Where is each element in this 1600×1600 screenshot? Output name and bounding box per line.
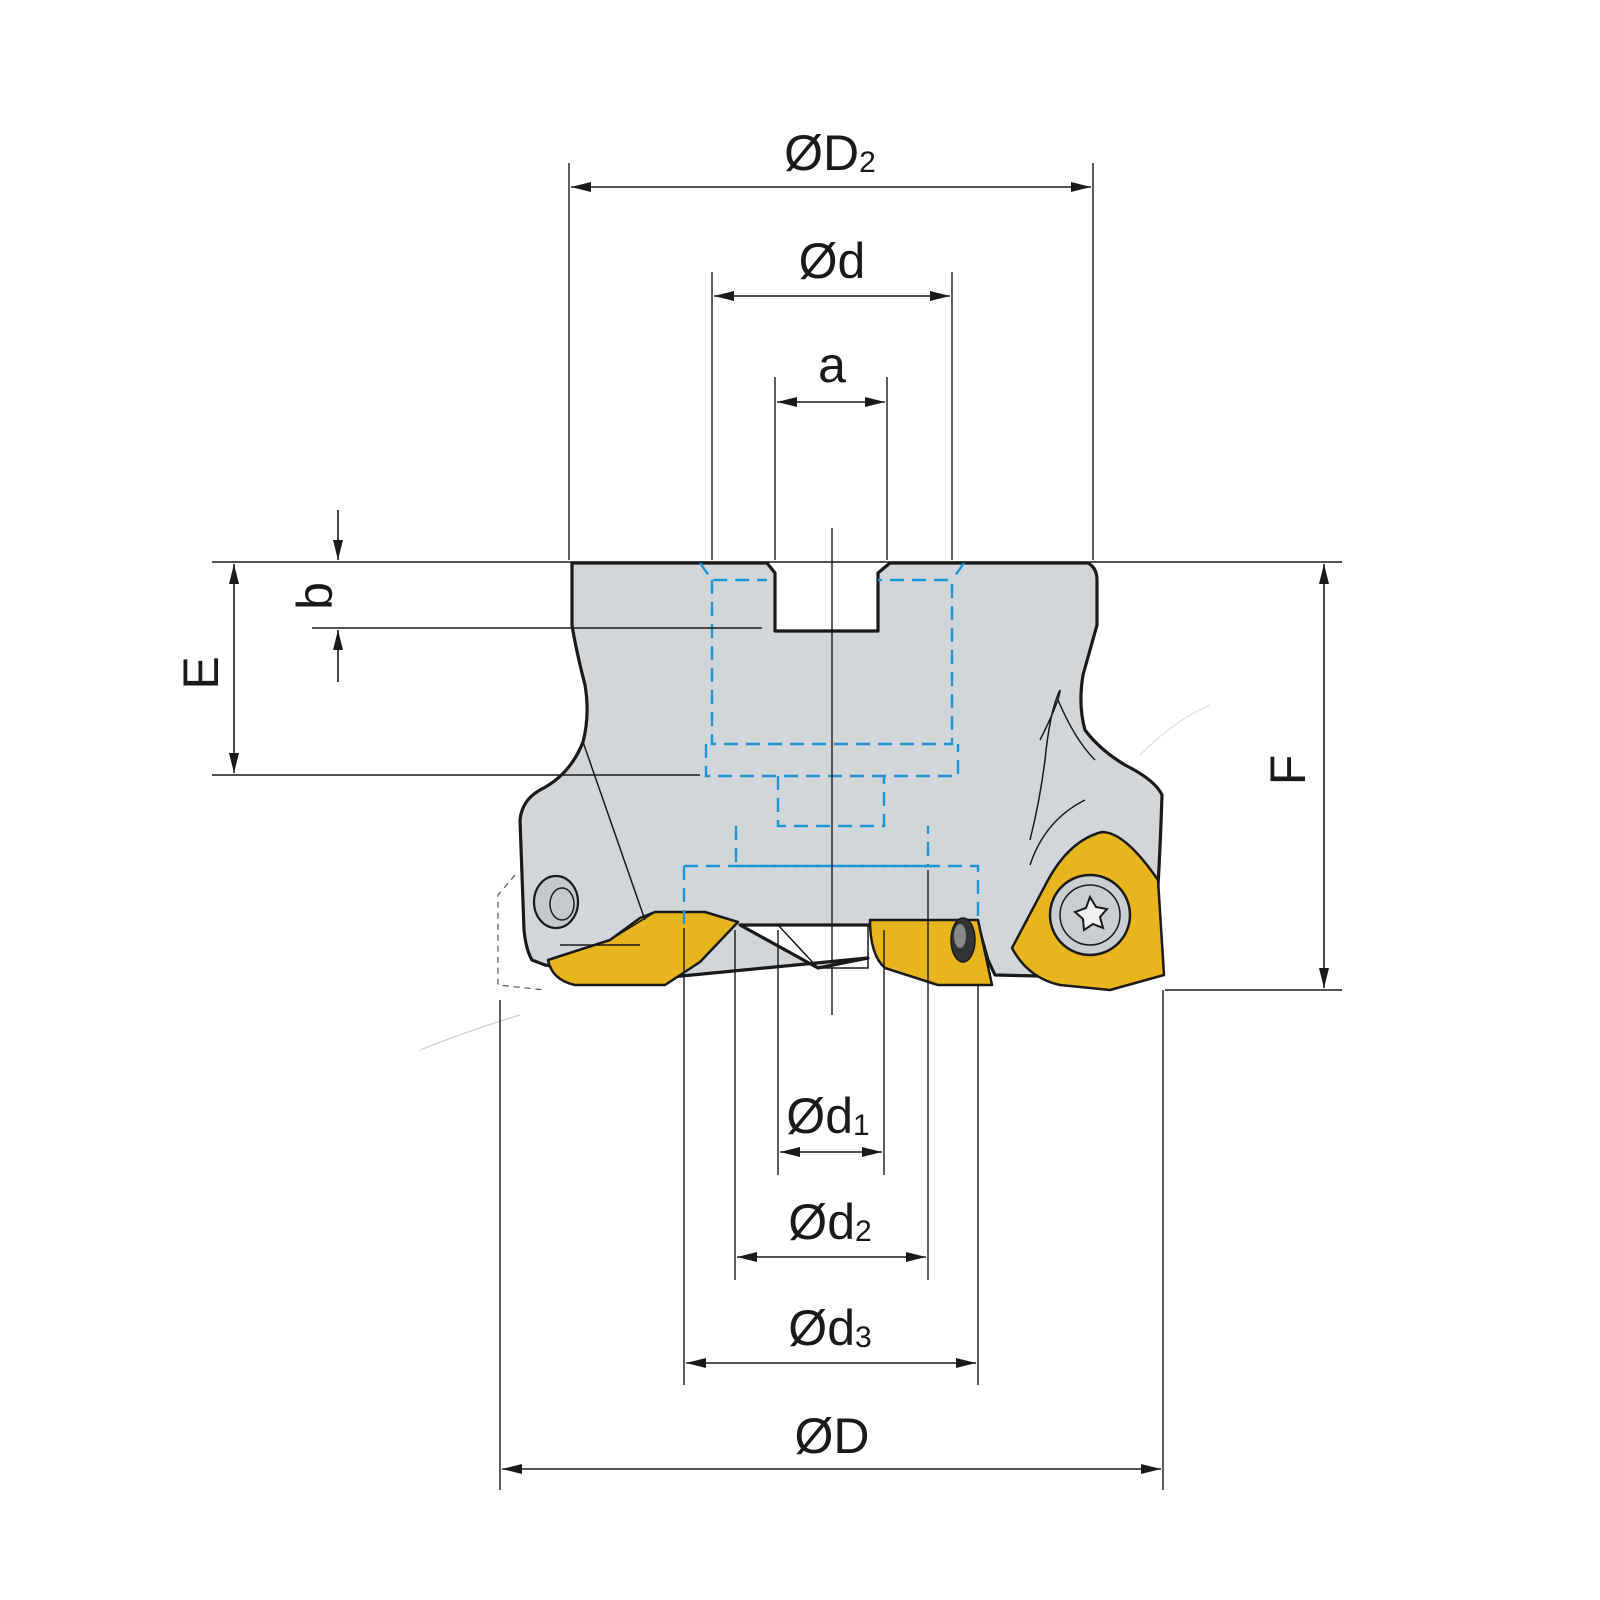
- label-d: Ød: [799, 233, 866, 289]
- label-d1: Ød1: [786, 1088, 869, 1144]
- ghost-outline: [419, 704, 1211, 1051]
- torx-screw-icon: [1048, 873, 1132, 957]
- label-a: a: [818, 337, 846, 393]
- label-D: ØD: [795, 1408, 870, 1464]
- label-D2: ØD2: [784, 125, 876, 181]
- label-d3: Ød3: [788, 1300, 871, 1356]
- coolant-hole-icon: [532, 874, 580, 930]
- dimension-lines: [229, 182, 1329, 1474]
- extension-lines: [212, 163, 1342, 1490]
- label-d2: Ød2: [788, 1194, 871, 1250]
- dimension-labels: ØD2 Ød a b E F Ød1 Ød2 Ød3 ØD: [173, 125, 1316, 1464]
- mid-insert: [868, 917, 994, 987]
- left-insert: [546, 741, 740, 987]
- label-F: F: [1260, 755, 1316, 786]
- label-b: b: [287, 582, 343, 610]
- label-E: E: [173, 656, 229, 689]
